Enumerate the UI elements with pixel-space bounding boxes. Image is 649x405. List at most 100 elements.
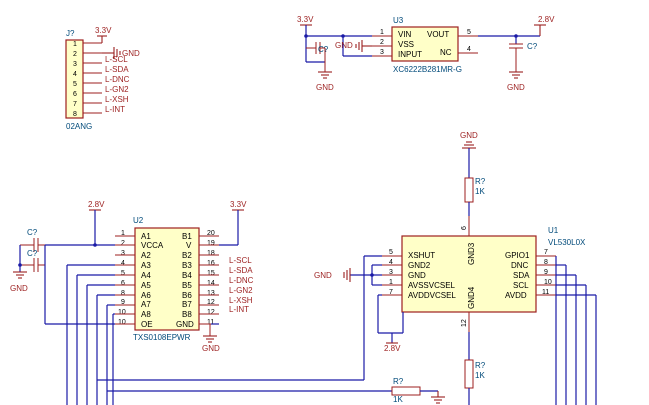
u2-ref: U2: [133, 216, 144, 225]
svg-text:2: 2: [121, 240, 125, 247]
svg-text:14: 14: [207, 280, 215, 287]
r-h-value: 1K: [393, 395, 403, 404]
j1-net-gn2: L-GN2: [105, 85, 129, 94]
u3-output-wiring: 2.8V C? GND: [478, 15, 555, 92]
u1-left-pin-names: XSHUT GND2 GND AVSSVCSEL AVDDVCSEL: [408, 251, 456, 300]
j1-pin-numbers: 1 2 3 4 5 6 7 8: [73, 41, 77, 118]
svg-text:4: 4: [121, 260, 125, 267]
u1-pin-6: 6: [461, 226, 468, 230]
j1-pin-1: 1: [73, 41, 77, 48]
j1-value: 02ANG: [66, 122, 92, 131]
svg-text:7: 7: [544, 249, 548, 256]
u2-net-3v3: 3.3V: [230, 200, 247, 209]
svg-text:8: 8: [121, 290, 125, 297]
u3-pin-5: 5: [467, 29, 471, 36]
svg-text:GND: GND: [176, 320, 194, 329]
j1-net-gnd: GND: [122, 49, 140, 58]
svg-text:B8: B8: [182, 310, 192, 319]
u2-net-gn2: L-GN2: [229, 286, 253, 295]
svg-text:XSHUT: XSHUT: [408, 251, 435, 260]
u2-net-sda: L-SDA: [229, 266, 253, 275]
u3-value: XC6222B281MR-G: [393, 65, 462, 74]
u1-pin-leads: [382, 216, 556, 332]
u3-pin-input-name: INPUT: [398, 50, 422, 59]
svg-text:A2: A2: [141, 251, 151, 260]
svg-text:AVDD: AVDD: [505, 291, 527, 300]
svg-text:GND2: GND2: [408, 261, 431, 270]
svg-text:5: 5: [389, 249, 393, 256]
u3-pin-1: 1: [380, 29, 384, 36]
svg-text:V: V: [186, 241, 192, 250]
svg-text:OE: OE: [141, 320, 153, 329]
j1-net-dnc: L-DNC: [105, 75, 130, 84]
j1-net-sda: L-SDA: [105, 65, 129, 74]
j1-net-3v3: 3.3V: [95, 26, 112, 35]
r-bot-value: 1K: [475, 371, 485, 380]
regulator-u3[interactable]: U3 XC6222B281MR-G VIN VSS INPUT VOUT NC …: [372, 16, 478, 74]
svg-text:19: 19: [207, 240, 215, 247]
u3-pin-2: 2: [380, 39, 384, 46]
j1-pin-7: 7: [73, 101, 77, 108]
sensor-u1[interactable]: U1 VL530L0X XSHUT GND2 GND AVSSVCSEL AVD…: [382, 216, 586, 332]
u2-left-pin-names: A1 VCCA A2 A3 A4 A5 A6 A7 A8 OE: [141, 232, 164, 329]
j1-pin-6: 6: [73, 91, 77, 98]
u3-gnd-label: GND: [316, 83, 334, 92]
svg-text:9: 9: [544, 269, 548, 276]
j1-net-xsh: L-XSH: [105, 95, 129, 104]
u1-wiring: GND R? 1K R? 1K GND 2.8V: [97, 131, 597, 405]
u2-cap-gnd: GND: [10, 284, 28, 293]
svg-text:SCL: SCL: [513, 281, 529, 290]
u2-net-dnc: L-DNC: [229, 276, 254, 285]
u3-pin-3: 3: [380, 49, 384, 56]
svg-text:11: 11: [542, 289, 549, 296]
u3-cap-in-ref: C?: [318, 45, 329, 54]
j1-gnd-symbol: [102, 47, 121, 59]
u1-value: VL530L0X: [548, 238, 586, 247]
u1-pin-12: 12: [461, 319, 468, 327]
svg-text:GPIO1: GPIO1: [505, 251, 530, 260]
svg-text:B1: B1: [182, 232, 192, 241]
j1-pin-2: 2: [73, 51, 77, 58]
svg-text:B4: B4: [182, 271, 192, 280]
svg-text:15: 15: [207, 270, 215, 277]
svg-text:6: 6: [121, 280, 125, 287]
svg-text:A5: A5: [141, 281, 151, 290]
connector-j1[interactable]: J? 02ANG 1 2 3 4 5 6 7 8 3.3V: [65, 26, 140, 131]
u1-left-pin-numbers: 5 4 3 1 7: [389, 249, 393, 296]
u1-body: [401, 235, 537, 313]
svg-text:20: 20: [207, 230, 215, 237]
u2-gnd-label: GND: [202, 344, 220, 353]
svg-text:7: 7: [389, 289, 393, 296]
level-shifter-u2[interactable]: U2 TXS0108EPWR A1 VCCA A2 A3 A4 A5 A6 A7…: [115, 216, 219, 342]
u2-net-2v8: 2.8V: [88, 200, 105, 209]
u3-cap-out-ref: C?: [527, 42, 538, 51]
j1-body: [65, 39, 84, 119]
svg-text:A7: A7: [141, 300, 151, 309]
svg-text:11: 11: [207, 319, 214, 326]
u1-right-pin-numbers: 7 8 9 10 11: [542, 249, 552, 296]
u3-pin-vin-name: VIN: [398, 30, 412, 39]
svg-text:A3: A3: [141, 261, 151, 270]
u1-bottom-pin-name: GND4: [467, 286, 476, 309]
r-h-ref: R?: [393, 377, 404, 386]
j1-net-scl: L-SCL: [105, 55, 128, 64]
svg-text:AVSSVCSEL: AVSSVCSEL: [408, 281, 456, 290]
svg-text:DNC: DNC: [511, 261, 529, 270]
u2-cap1-ref: C?: [27, 228, 38, 237]
svg-text:1: 1: [121, 230, 125, 237]
svg-text:B2: B2: [182, 251, 192, 260]
u3-body: [391, 26, 459, 62]
j1-pin-3: 3: [73, 61, 77, 68]
svg-text:B3: B3: [182, 261, 192, 270]
u3-pin-nc-name: NC: [440, 48, 452, 57]
svg-text:SDA: SDA: [513, 271, 530, 280]
u3-net-3v3: 3.3V: [297, 15, 314, 24]
svg-text:16: 16: [207, 260, 215, 267]
svg-text:1: 1: [389, 279, 393, 286]
u3-out-gnd: GND: [507, 83, 525, 92]
u1-right-pin-names: GPIO1 DNC SDA SCL AVDD: [505, 251, 530, 300]
u2-body: [134, 227, 200, 331]
svg-text:4: 4: [389, 259, 393, 266]
u2-pin-leads: [115, 235, 219, 325]
